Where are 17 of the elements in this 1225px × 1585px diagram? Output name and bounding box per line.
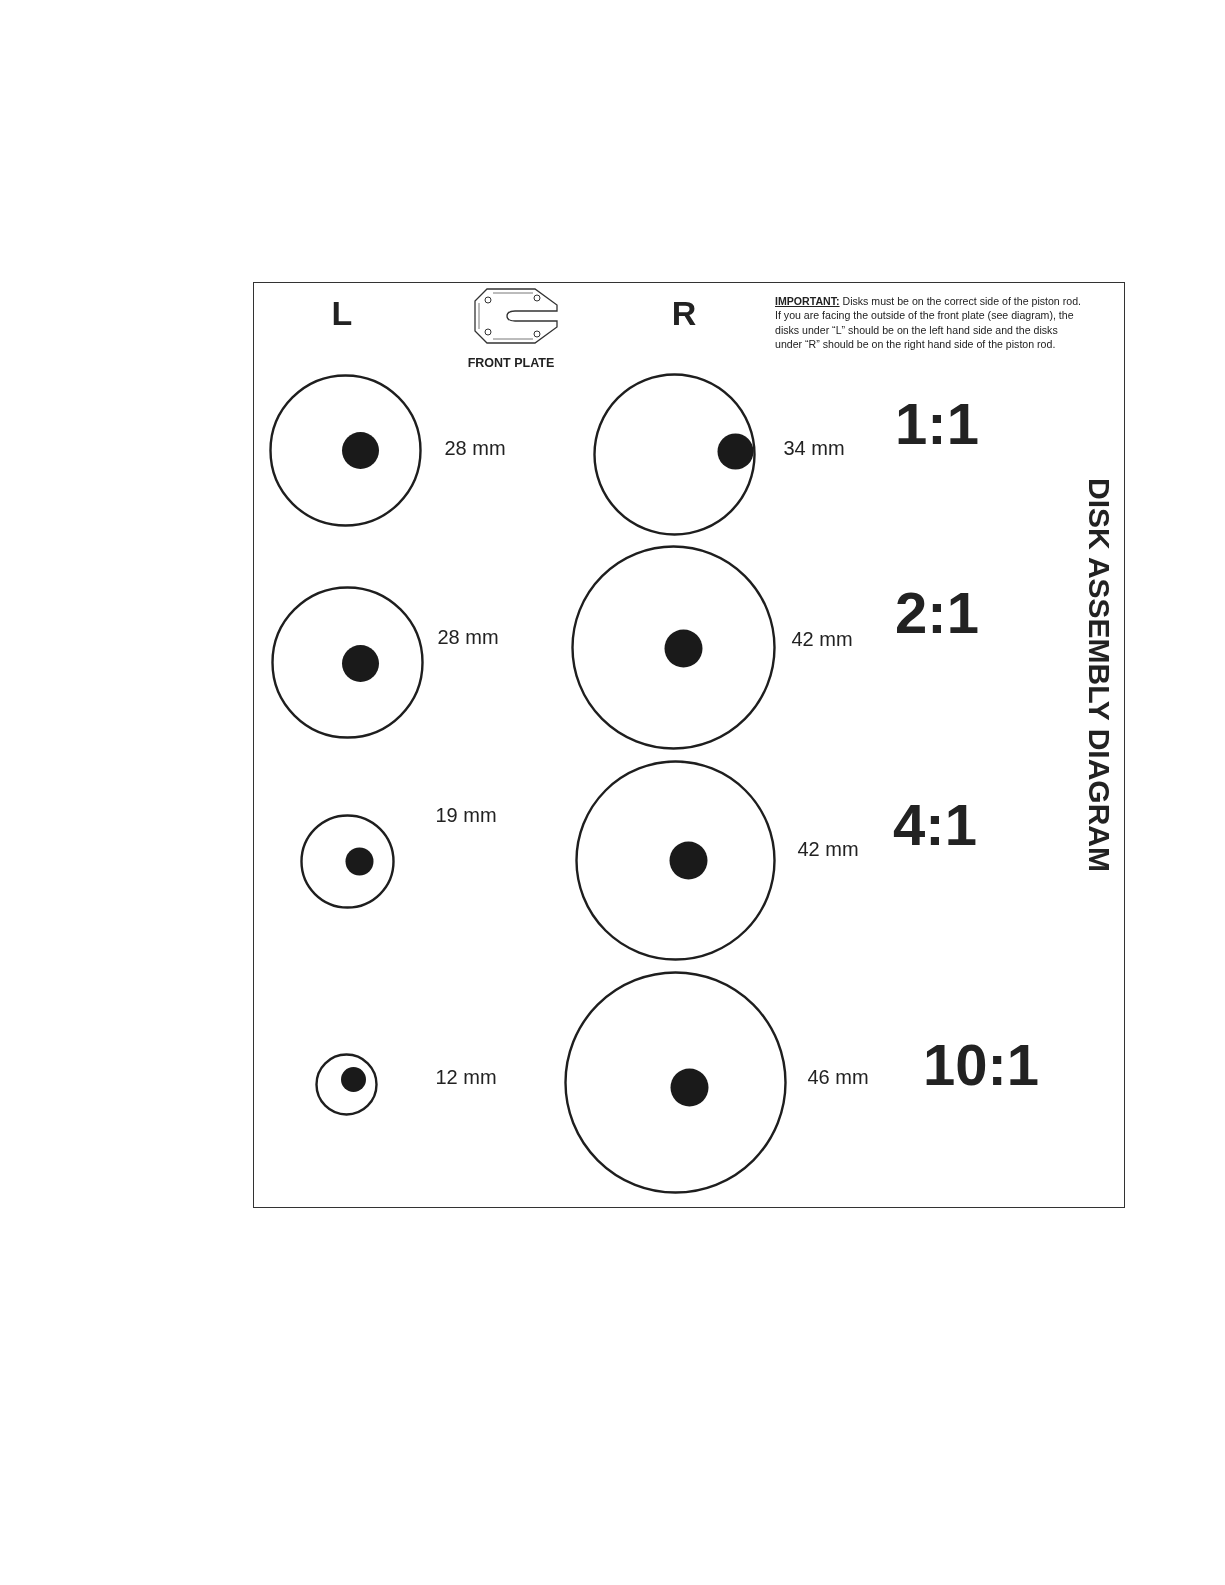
ratio-label: 1:1 (895, 395, 979, 453)
ratio-label: 2:1 (895, 584, 979, 642)
part-label: FRONT PLATE (467, 356, 555, 370)
ratio-label: 4:1 (893, 796, 977, 854)
diagram-title: DISK ASSEMBLY DIAGRAM (1084, 478, 1114, 872)
dimension-label: 46 mm (807, 1067, 869, 1087)
dimension-label: 42 mm (797, 839, 859, 859)
column-heading: L (331, 296, 353, 330)
dimension-label: 19 mm (435, 805, 497, 825)
dimension-label: 28 mm (444, 438, 506, 458)
dimension-label: 12 mm (435, 1067, 497, 1087)
note-text: IMPORTANT: Disks must be on the correct side of the piston rod. If you are facing the outside of the front plate (see diagram), the disks under “L” should be on the left hand side and the disks under “R” should be on the right hand side of the piston rod. (775, 294, 1082, 352)
dimension-label: 34 mm (783, 438, 845, 458)
ratio-label: 10:1 (922, 1036, 1040, 1094)
column-heading: R (671, 296, 697, 330)
dimension-label: 28 mm (437, 627, 499, 647)
dimension-label: 42 mm (791, 629, 853, 649)
